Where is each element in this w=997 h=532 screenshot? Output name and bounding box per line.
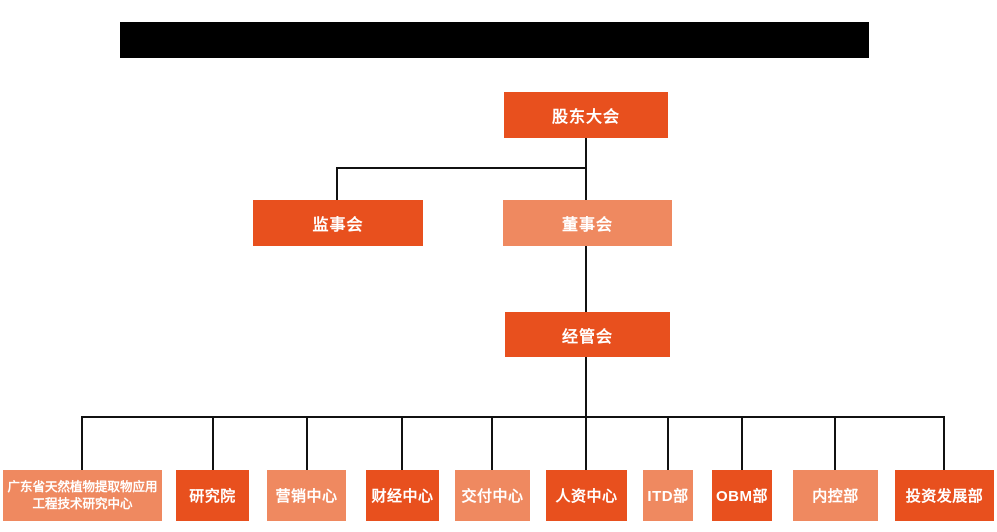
org-node-research-institute: 研究院 <box>176 470 249 521</box>
org-node-shareholders-meeting: 股东大会 <box>504 92 668 138</box>
connector-management-stem <box>585 357 587 417</box>
connector-level2-branch <box>336 167 587 169</box>
org-node-hr-center: 人资中心 <box>546 470 627 521</box>
org-node-obm-dept: OBM部 <box>712 470 772 521</box>
org-node-board-of-directors: 董事会 <box>503 200 672 246</box>
connector-supervisory-drop <box>336 167 338 200</box>
org-node-management-committee: 经管会 <box>505 312 670 357</box>
org-node-supervisory-board: 监事会 <box>253 200 423 246</box>
connector-shareholders-stem <box>585 138 587 200</box>
org-node-marketing-center: 营销中心 <box>267 470 346 521</box>
redacted-title-bar <box>120 22 869 58</box>
org-node-itd-dept: ITD部 <box>643 470 693 521</box>
connector-drop-itd-dept <box>667 416 669 470</box>
org-node-research-center: 广东省天然植物提取物应用工程技术研究中心 <box>3 470 162 521</box>
connector-drop-investment-dev <box>943 416 945 470</box>
connector-drop-research-institute <box>212 416 214 470</box>
connector-board-stem <box>585 246 587 312</box>
connector-drop-internal-control <box>834 416 836 470</box>
connector-departments-bus <box>81 416 945 418</box>
connector-drop-finance-center <box>401 416 403 470</box>
connector-drop-delivery-center <box>491 416 493 470</box>
org-node-delivery-center: 交付中心 <box>455 470 530 521</box>
connector-drop-marketing-center <box>306 416 308 470</box>
connector-drop-research-center <box>81 416 83 470</box>
org-node-finance-center: 财经中心 <box>366 470 439 521</box>
connector-drop-hr-center <box>585 416 587 470</box>
connector-drop-obm-dept <box>741 416 743 470</box>
org-node-investment-development-dept: 投资发展部 <box>895 470 994 521</box>
org-node-internal-control-dept: 内控部 <box>793 470 878 521</box>
